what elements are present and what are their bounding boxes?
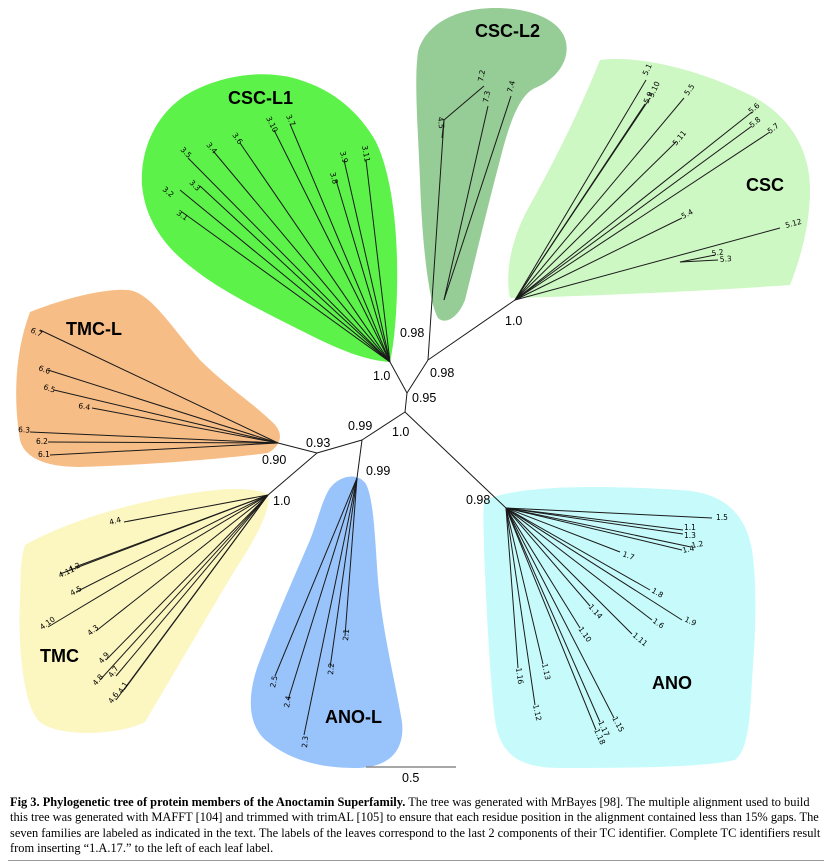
leaf-label: 1.2 bbox=[691, 539, 705, 550]
family-area-tmc-l bbox=[16, 289, 280, 467]
leaf-label: 3.11 bbox=[360, 145, 372, 163]
leaf-label: 1.13 bbox=[540, 663, 552, 681]
leaf-label: 2.3 bbox=[300, 735, 310, 748]
leaf-label: 2.1 bbox=[341, 628, 351, 641]
support-value: 0.98 bbox=[430, 366, 454, 380]
family-area-tmc bbox=[19, 488, 269, 733]
leaf-label: 5.2 bbox=[711, 247, 724, 258]
phylogenetic-tree: CSC-L1 CSC-L2 CSC TMC-L TMC ANO-L ANO 3.… bbox=[16, 8, 810, 785]
scale-bar: 0.5 bbox=[366, 766, 456, 785]
csc-l2-leaf-labels: 4.5 7.2 7.3 7.4 bbox=[436, 69, 517, 129]
family-label-csc: CSC bbox=[746, 175, 784, 195]
ano-branches bbox=[505, 507, 713, 731]
support-value: 1.0 bbox=[392, 425, 409, 439]
family-label-tmc-l: TMC-L bbox=[66, 319, 122, 339]
leaf-label: 7.2 bbox=[476, 69, 487, 83]
leaf-label: 4.4 bbox=[108, 515, 122, 527]
ano-leaf-labels: 1.5 1.1 1.3 1.2 1.4 1.7 1.8 1.9 1.6 1.11… bbox=[514, 513, 728, 746]
family-label-ano: ANO bbox=[652, 673, 692, 693]
family-label-csc-l2: CSC-L2 bbox=[475, 21, 540, 41]
leaf-label: 6.2 bbox=[36, 437, 48, 446]
caption-title: Phylogenetic tree of protein members of … bbox=[42, 795, 406, 809]
leaf-label: 7.4 bbox=[505, 79, 517, 93]
ano-l-branches bbox=[274, 477, 358, 736]
family-area-csc bbox=[508, 59, 810, 298]
leaf-label: 1.12 bbox=[531, 704, 543, 722]
leaf-label: 6.1 bbox=[38, 450, 50, 459]
scale-bar-label: 0.5 bbox=[402, 771, 419, 785]
family-area-ano-l bbox=[250, 476, 403, 768]
tmc-l-branches bbox=[29, 329, 279, 456]
figure-caption: Fig 3. Phylogenetic tree of protein memb… bbox=[10, 795, 822, 856]
family-area-ano bbox=[483, 487, 756, 768]
leaf-label: 1.3 bbox=[684, 531, 696, 540]
support-value: 0.93 bbox=[306, 436, 330, 450]
leaf-label: 6.4 bbox=[78, 401, 92, 412]
family-label-ano-l: ANO-L bbox=[325, 707, 382, 727]
leaf-label: 1.7 bbox=[621, 549, 636, 562]
support-value: 0.98 bbox=[400, 326, 424, 340]
tmc-branches bbox=[47, 494, 269, 701]
leaf-label: 5.3 bbox=[719, 254, 732, 264]
support-value: 0.99 bbox=[348, 419, 372, 433]
family-label-csc-l1: CSC-L1 bbox=[228, 88, 293, 108]
leaf-label: 3.8 bbox=[328, 171, 340, 185]
leaf-label: 1.1 bbox=[684, 523, 696, 532]
leaf-label: 6.3 bbox=[18, 425, 31, 435]
leaf-label: 2.2 bbox=[326, 662, 336, 675]
tmc-l-leaf-labels: 6.7 6.6 6.5 6.4 6.3 6.2 6.1 bbox=[18, 326, 91, 459]
support-value: 0.95 bbox=[412, 391, 436, 405]
caption-figure-label: Fig 3. bbox=[10, 795, 40, 809]
csc-l1-branches bbox=[179, 123, 391, 363]
ano-l-leaf-labels: 2.1 2.2 2.4 2.5 2.3 bbox=[268, 628, 351, 748]
caption-body: The tree was generated with MrBayes [98]… bbox=[10, 795, 821, 855]
leaf-label: 1.4 bbox=[682, 544, 696, 555]
csc-branches bbox=[514, 79, 781, 301]
leaf-label: 6.6 bbox=[37, 363, 52, 376]
csc-l2-branches bbox=[441, 85, 512, 301]
leaf-label: 2.5 bbox=[268, 675, 279, 689]
family-label-tmc: TMC bbox=[40, 646, 79, 666]
family-area-csc-l2 bbox=[416, 8, 567, 321]
leaf-label: 4.5 bbox=[436, 116, 446, 129]
leaf-label: 7.3 bbox=[481, 90, 492, 104]
support-value: 0.99 bbox=[366, 464, 390, 478]
leaf-label: 1.16 bbox=[514, 667, 525, 685]
leaf-label: 5.12 bbox=[784, 217, 803, 230]
divider bbox=[8, 860, 824, 861]
leaf-label: 2.4 bbox=[282, 695, 293, 709]
support-value: 0.98 bbox=[466, 493, 490, 507]
support-value: 1.0 bbox=[505, 314, 522, 328]
support-value: 1.0 bbox=[273, 494, 290, 508]
leaf-label: 1.5 bbox=[716, 513, 728, 522]
leaf-label: 3.9 bbox=[338, 150, 350, 164]
support-value: 1.0 bbox=[373, 369, 390, 383]
leaf-label: 6.5 bbox=[42, 382, 56, 394]
internal-branches bbox=[267, 119, 516, 509]
support-values: 1.0 0.98 0.98 1.0 0.95 0.99 1.0 0.93 0.9… bbox=[262, 314, 522, 508]
support-value: 0.90 bbox=[262, 453, 286, 467]
